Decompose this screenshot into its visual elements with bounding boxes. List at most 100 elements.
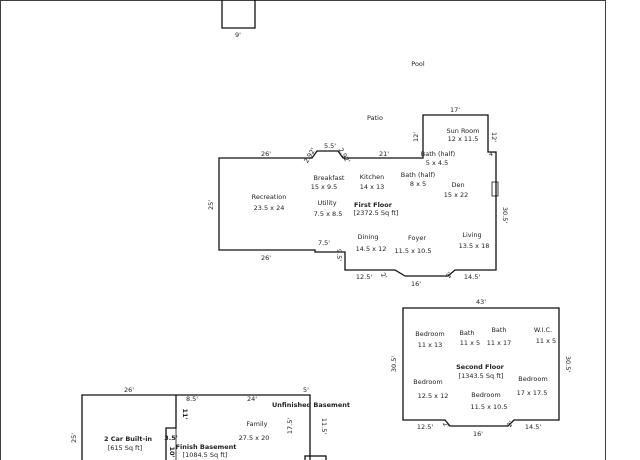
room-size: 12 x 11.5 <box>448 135 479 143</box>
b-dim-step-d: 11.5' <box>320 418 328 434</box>
b-dim-step-c: 17.5' <box>286 418 294 434</box>
room-name: Dining <box>358 233 379 241</box>
ff-room-den: Den 15 x 22 <box>444 181 469 199</box>
b-dim-top-d: 5' <box>303 386 309 394</box>
room-size: 12.5 x 12 <box>418 392 449 400</box>
basement-stair-box <box>304 455 327 460</box>
room-name: Breakfast <box>314 174 345 182</box>
ff-dim-sun-step: 4' <box>489 150 495 158</box>
ff-room-recreation: Recreation 23.5 x 24 <box>252 193 287 212</box>
room-size: 15 x 9.5 <box>311 183 338 191</box>
sf-dim-left: 30.5' <box>390 356 398 372</box>
garage-title: 2 Car Built-in <box>104 435 152 443</box>
finish-basement-title: Finish Basement <box>176 443 237 451</box>
family-room-name: Family <box>247 420 268 428</box>
ff-dim-bottom-left: 26' <box>261 254 271 262</box>
room-name: Bath (half) <box>401 171 435 179</box>
b-dim-top-c: 24' <box>247 395 257 403</box>
den-window <box>491 181 499 197</box>
pool-label: Pool <box>411 60 425 68</box>
room-name: Bedroom <box>413 378 442 386</box>
ff-room-utility: Utility 7.5 x 8.5 <box>314 199 343 218</box>
room-name: Living <box>462 231 481 239</box>
room-size: 14 x 13 <box>360 183 385 191</box>
finish-basement-area: [1084.5 Sq ft] <box>183 451 228 459</box>
sf-room-bedroom-4: Bedroom 17 x 17.5 <box>517 375 548 397</box>
room-size: 8 x 5 <box>410 180 426 188</box>
room-size: 11 x 17 <box>487 339 512 347</box>
sf-room-bath-1: Bath 11 x 5 <box>459 329 480 347</box>
room-size: 5 x 4.5 <box>426 159 448 167</box>
room-name: Bedroom <box>471 391 500 399</box>
sf-dim-bottom-b: 16' <box>473 430 483 438</box>
room-name: Den <box>451 181 464 189</box>
sf-room-bath-2: Bath 11 x 17 <box>487 326 512 347</box>
ff-room-kitchen: Kitchen 14 x 13 <box>360 173 385 191</box>
ff-room-foyer: Foyer 11.5 x 10.5 <box>395 234 432 255</box>
room-size: 11.5 x 10.5 <box>471 403 508 411</box>
room-name: Bedroom <box>518 375 547 383</box>
sf-dim-bottom-a: 12.5' <box>417 423 433 431</box>
outbuilding-outline <box>221 0 256 29</box>
room-size: 7.5 x 8.5 <box>314 210 343 218</box>
ff-room-living: Living 13.5 x 18 <box>459 231 490 250</box>
page-border <box>0 0 606 460</box>
ff-dim-bottom-a2: 2' <box>379 271 389 280</box>
ff-room-dining: Dining 14.5 x 12 <box>356 233 387 253</box>
room-size: 17 x 17.5 <box>517 389 548 397</box>
ff-dim-bottom-a: 12.5' <box>356 273 372 281</box>
ff-dim-bump: 5.5' <box>324 142 336 150</box>
outbuilding-width: 9' <box>235 31 241 39</box>
ff-dim-bottom-b: 16' <box>411 280 421 288</box>
sf-room-bedroom-3: Bedroom 11.5 x 10.5 <box>471 391 508 411</box>
sf-dim-bottom-c2: 2' <box>505 419 515 428</box>
room-name: Bath <box>459 329 474 337</box>
ff-room-breakfast: Breakfast 15 x 9.5 <box>311 174 345 191</box>
room-size: 13.5 x 18 <box>459 242 490 250</box>
unfinished-basement-label: Unfinished Basement <box>272 401 350 409</box>
ff-room-bath-half-2: Bath (half) 8 x 5 <box>401 171 435 188</box>
sf-dim-top: 43' <box>476 298 486 306</box>
ff-dim-sun-right: 12' <box>490 132 498 142</box>
room-size: 14.5 x 12 <box>356 245 387 253</box>
first-floor-area: [2372.5 Sq ft] <box>354 209 399 217</box>
room-name: Bath (half) <box>421 150 455 158</box>
first-floor-outline <box>218 114 497 277</box>
ff-dim-bump-side-b: 2.92' <box>337 146 352 164</box>
sf-room-bedroom-1: Bedroom 11 x 13 <box>415 330 444 349</box>
second-floor-outline <box>402 307 560 427</box>
b-dim-left: 25' <box>70 433 78 443</box>
room-name: Sun Room <box>447 127 480 135</box>
sf-dim-bottom-c: 14.5' <box>525 423 541 431</box>
room-size: 11 x 13 <box>418 341 443 349</box>
b-dim-top-a: 26' <box>124 386 134 394</box>
ff-dim-top-left: 26' <box>261 150 271 158</box>
ff-dim-bottom-c2: 2' <box>444 270 454 279</box>
ff-dim-notch-h: 9.5' <box>335 249 343 261</box>
room-size: 11.5 x 10.5 <box>395 247 432 255</box>
b-dim-top-b: 8.5' <box>186 395 198 403</box>
basement-outline <box>81 394 311 460</box>
room-name: Bath <box>491 326 506 334</box>
ff-dim-notch-w: 7.5' <box>318 239 330 247</box>
room-size: 11 x 5 <box>536 337 556 345</box>
room-name: W.I.C. <box>534 326 552 334</box>
room-name: Recreation <box>252 193 287 201</box>
sf-dim-right: 30.5' <box>564 356 572 372</box>
second-floor-area: [1343.5 Sq ft] <box>459 372 504 380</box>
sf-dim-bottom-a2: 2' <box>441 420 451 429</box>
ff-dim-bump-side-a: 2.92' <box>302 146 317 164</box>
ff-dim-bottom-c: 14.5' <box>464 273 480 281</box>
sf-room-wic: W.I.C. 11 x 5 <box>534 326 556 345</box>
b-dim-step-a: 11' <box>181 408 189 419</box>
room-size: 15 x 22 <box>444 191 469 199</box>
family-room-size: 27.5 x 20 <box>239 434 270 442</box>
ff-dim-top-mid: 21' <box>379 150 389 158</box>
ff-dim-sun-left: 12' <box>412 132 420 142</box>
b-dim-step-e: 10' <box>168 446 176 457</box>
room-name: Kitchen <box>360 173 384 181</box>
garage-area: [615 Sq ft] <box>108 444 143 452</box>
ff-title: First Floor [2372.5 Sq ft] <box>354 201 399 217</box>
sf-room-bedroom-2: Bedroom 12.5 x 12 <box>413 378 448 400</box>
